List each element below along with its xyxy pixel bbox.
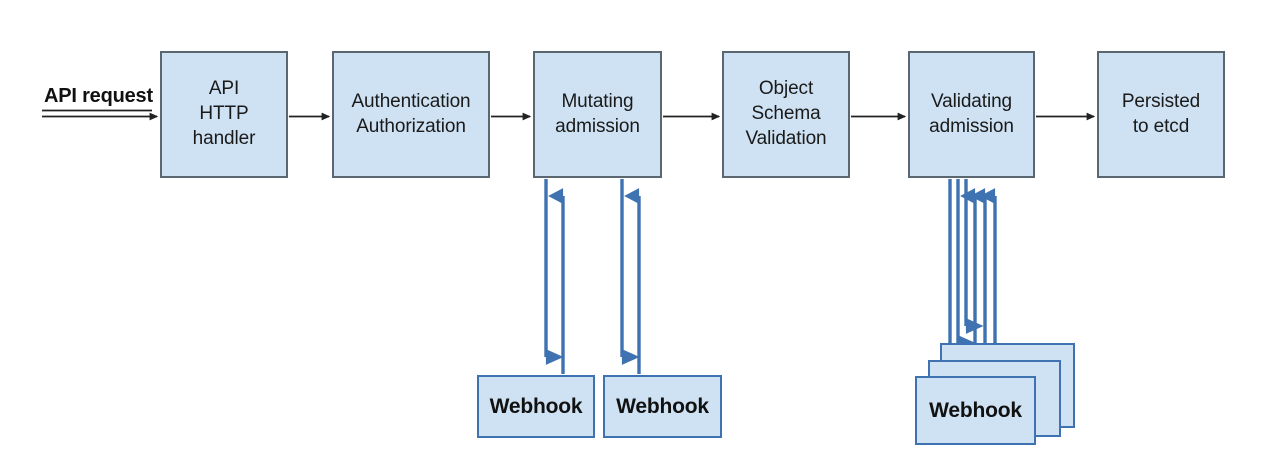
stage-box-object-schema-validation[interactable]: Object Schema Validation: [722, 51, 850, 178]
webhook-box-validating-front[interactable]: Webhook: [915, 376, 1036, 445]
stage-box-api-http-handler[interactable]: API HTTP handler: [160, 51, 288, 178]
stage-box-authentication-authorization[interactable]: Authentication Authorization: [332, 51, 490, 178]
stage-box-validating-admission[interactable]: Validating admission: [908, 51, 1035, 178]
api-request-label: API request: [44, 85, 153, 107]
webhook-box-mutating-2[interactable]: Webhook: [603, 375, 722, 438]
webhook-box-mutating-1[interactable]: Webhook: [477, 375, 595, 438]
stage-box-persisted-to-etcd[interactable]: Persisted to etcd: [1097, 51, 1225, 178]
stage-box-mutating-admission[interactable]: Mutating admission: [533, 51, 662, 178]
